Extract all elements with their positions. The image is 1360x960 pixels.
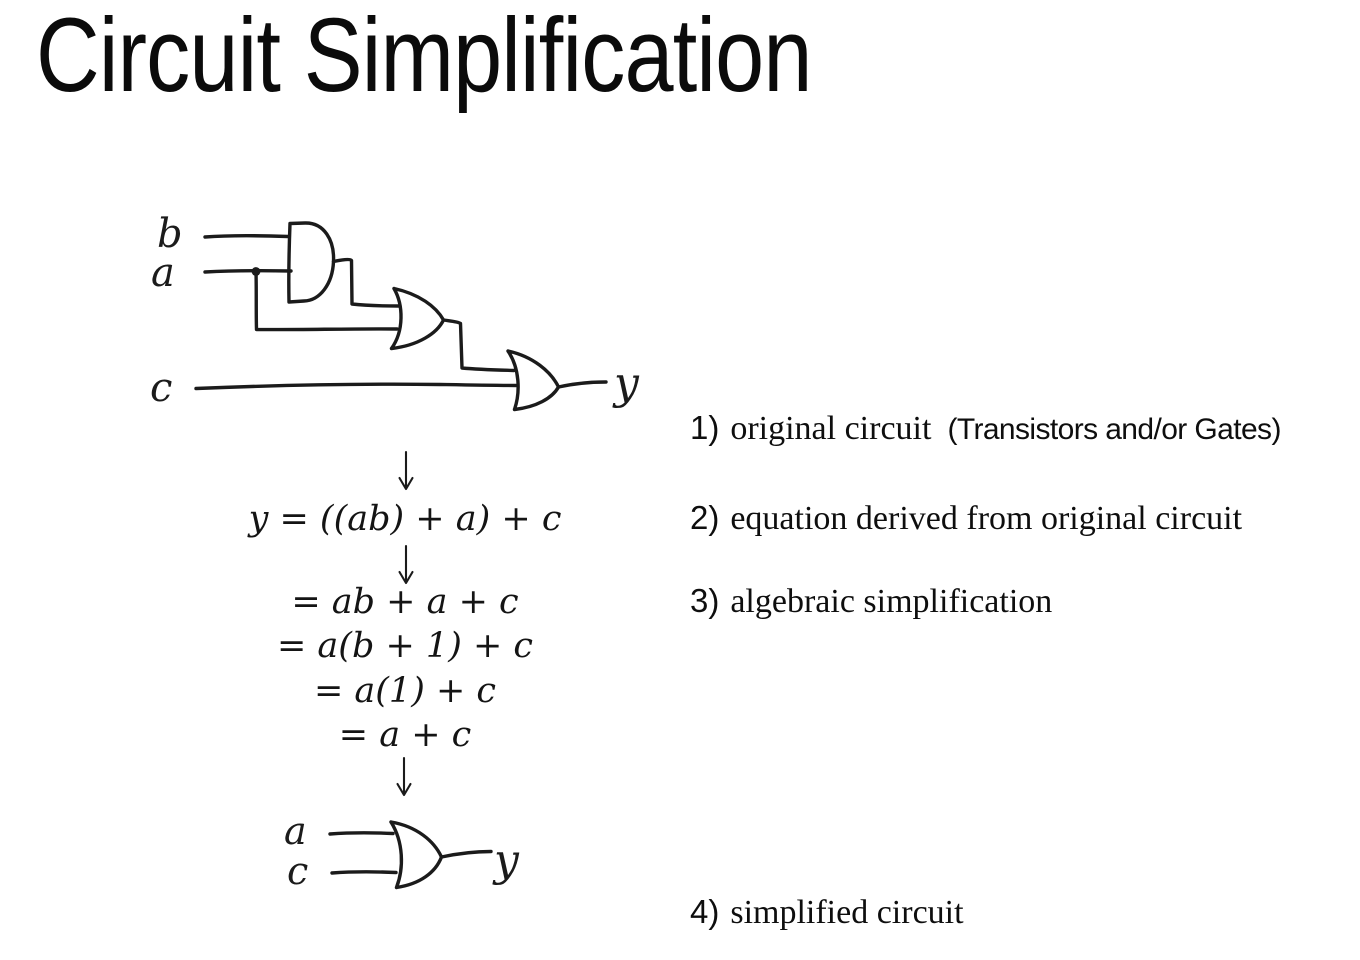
annotation-text: algebraic simplification bbox=[730, 583, 1053, 620]
down-arrow-icon bbox=[398, 544, 414, 585]
and-gate-icon bbox=[287, 221, 336, 304]
simplified-circuit-diagram: a c y bbox=[284, 809, 520, 893]
wire-a-branch bbox=[254, 269, 399, 332]
annotation-row-4: 4) simplified circuit bbox=[690, 891, 964, 933]
wire-a bbox=[328, 831, 395, 836]
annotation-text: equation derived from original circuit bbox=[730, 500, 1243, 537]
input-label-b: b bbox=[157, 211, 183, 257]
wire-c bbox=[330, 870, 398, 875]
or-gate-icon-2 bbox=[506, 349, 561, 412]
down-arrow-icon bbox=[398, 450, 414, 491]
wire-and-to-or bbox=[331, 257, 401, 308]
input-label-a: a bbox=[284, 809, 307, 853]
down-arrow-icon bbox=[396, 756, 412, 797]
annotation-number: 3) bbox=[690, 582, 720, 619]
wire-y-out bbox=[439, 849, 493, 859]
input-label-c: c bbox=[287, 849, 308, 893]
annotation-note: (Transistors and/or Gates) bbox=[947, 413, 1281, 446]
annotation-row-2: 2) equation derived from original circuit bbox=[690, 497, 1242, 539]
wire-b bbox=[203, 233, 290, 239]
annotation-row-3: 3) algebraic simplification bbox=[690, 580, 1052, 622]
wire-c bbox=[194, 382, 519, 391]
or-gate-icon-1 bbox=[389, 286, 446, 351]
original-circuit-diagram: b a c y bbox=[150, 211, 640, 412]
annotation-number: 2) bbox=[690, 499, 720, 536]
input-label-c: c bbox=[150, 365, 172, 411]
or-gate-icon bbox=[389, 820, 444, 890]
annotation-row-1: 1) original circuit (Transistors and/or Ga… bbox=[690, 407, 1281, 449]
input-label-a: a bbox=[151, 250, 175, 296]
annotation-number: 4) bbox=[690, 893, 720, 930]
wire-a bbox=[203, 269, 293, 274]
annotation-number: 1) bbox=[690, 409, 720, 446]
output-label-y: y bbox=[612, 358, 640, 409]
wire-or-to-or bbox=[441, 318, 516, 373]
wire-y-out bbox=[556, 380, 608, 389]
output-label-y: y bbox=[492, 835, 520, 886]
annotation-text: original circuit bbox=[730, 410, 932, 447]
annotation-text: simplified circuit bbox=[730, 894, 964, 931]
page-title: Circuit Simplification bbox=[36, 0, 812, 114]
